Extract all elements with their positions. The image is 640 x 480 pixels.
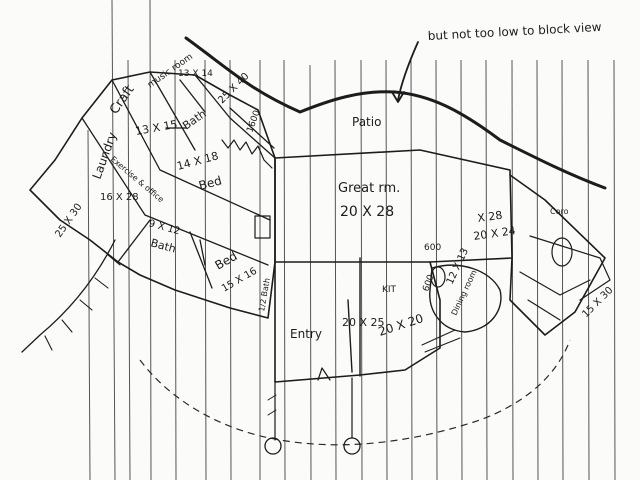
- driveway-end-left: [264, 437, 282, 455]
- right-room-size-a: X 28: [477, 209, 504, 225]
- entry-divider: [347, 299, 353, 373]
- tub-shape: [551, 237, 573, 267]
- corner-label: Coro: [550, 207, 569, 216]
- bath-lower-size: 9 X 12: [147, 218, 181, 237]
- craft-size: 13 X 15: [134, 118, 178, 138]
- bed-upper-size: 14 X 18: [175, 149, 219, 173]
- bath-upper-size: 25 X 40: [216, 71, 251, 106]
- dining-table: [430, 266, 446, 288]
- stair-hatch: [267, 394, 277, 416]
- entry-label: Entry: [290, 327, 322, 341]
- craft-label: Craft: [107, 83, 138, 118]
- entry-step: [317, 367, 331, 381]
- dim-600-mid: 600: [424, 243, 441, 253]
- wall-zigzag: [221, 139, 273, 169]
- kit-label: KIT: [382, 285, 397, 295]
- patio-label: Patio: [352, 115, 381, 129]
- right-room-size-b: 20 X 24: [473, 224, 517, 243]
- driveway-end-right: [343, 437, 361, 455]
- bath-lower-label: Bath: [149, 236, 177, 255]
- wing-walls: [81, 71, 276, 289]
- entry-size: 20 X 25: [342, 316, 385, 329]
- curve-ticks: [44, 254, 121, 351]
- great-room-size: 20 X 28: [340, 204, 394, 220]
- half-bath-box: [254, 215, 271, 239]
- bed-lower-size: 15 X 16: [220, 266, 259, 295]
- exercise-size: 16 X 28: [100, 192, 139, 203]
- dining-hatch: [421, 329, 461, 353]
- left-wing-outline: [29, 71, 276, 319]
- dashed-site-circle: [139, 339, 571, 446]
- great-room-label: Great rm.: [338, 181, 400, 196]
- bed-upper-label: Bed: [197, 173, 223, 193]
- patio-boundary-line: [184, 36, 607, 190]
- dim-600-kit: 600: [421, 273, 436, 293]
- paper-rule-lines: [87, 0, 616, 480]
- driveway: [274, 377, 353, 441]
- garage-size: 15 X 30: [580, 285, 615, 320]
- view-note: but not too low to block view: [427, 20, 602, 43]
- right-room-inner: [519, 271, 591, 321]
- right-room-outline: [509, 174, 606, 336]
- garage-wing: [529, 235, 611, 301]
- dining-outline: [429, 264, 502, 333]
- music-room-size: 13 X 14: [178, 69, 213, 79]
- outer-curve: [21, 239, 116, 353]
- note-arrow: [391, 41, 419, 103]
